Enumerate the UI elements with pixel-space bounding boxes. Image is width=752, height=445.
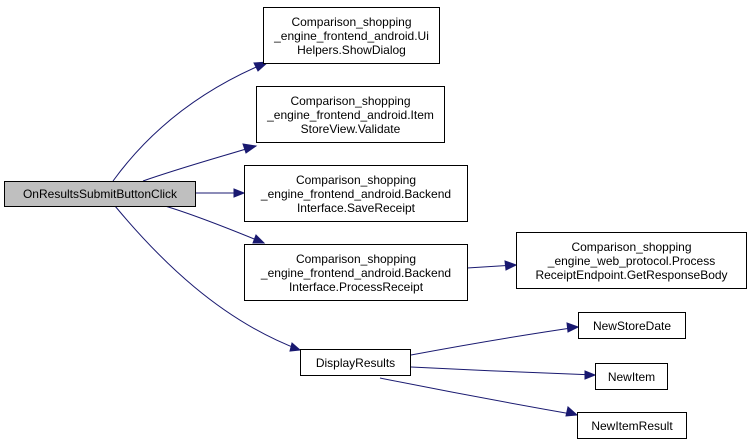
arrowhead-get-response-body xyxy=(504,260,518,271)
edge-display-results-to-new-store-date xyxy=(410,326,579,356)
node-label: NewStoreDate xyxy=(592,318,672,333)
arrowhead-new-item-result xyxy=(565,406,579,417)
node-label: NewItemResult xyxy=(591,418,673,433)
arrowhead-new-store-date xyxy=(566,322,580,333)
arrowhead-show-dialog xyxy=(253,61,270,72)
node-display-results[interactable]: DisplayResults xyxy=(300,349,411,376)
node-label-line: _engine_web_protocol.Process xyxy=(547,253,716,268)
node-label-line: Helpers.ShowDialog xyxy=(297,42,406,57)
edge-root-to-display-results xyxy=(114,205,301,351)
arrowhead-validate xyxy=(242,143,258,154)
node-label: NewItem xyxy=(607,369,656,384)
node-backend-interface-save-receipt[interactable]: Comparison_shopping _engine_frontend_and… xyxy=(244,165,468,222)
arrowhead-save-receipt xyxy=(233,188,246,198)
node-label-line: Interface.ProcessReceipt xyxy=(288,279,424,294)
node-label-line: Interface.SaveReceipt xyxy=(296,200,416,215)
node-ui-helpers-show-dialog[interactable]: Comparison_shopping _engine_frontend_and… xyxy=(263,7,440,64)
node-new-item-result[interactable]: NewItemResult xyxy=(577,412,687,439)
node-label: DisplayResults xyxy=(315,355,396,370)
node-label-line: Comparison_shopping xyxy=(290,93,411,108)
node-label-line: Comparison_shopping xyxy=(295,251,417,266)
node-receipt-endpoint-get-response-body[interactable]: Comparison_shopping _engine_web_protocol… xyxy=(516,232,747,289)
node-label-line: StoreView.Validate xyxy=(300,121,401,136)
node-backend-interface-process-receipt[interactable]: Comparison_shopping _engine_frontend_and… xyxy=(244,244,468,301)
node-on-results-submit-button-click[interactable]: OnResultsSubmitButtonClick xyxy=(4,181,196,207)
node-label-line: Comparison_shopping xyxy=(295,172,417,187)
node-label-line: Comparison_shopping xyxy=(571,239,692,254)
edge-display-results-to-new-item-result xyxy=(379,377,578,416)
node-label-line: _engine_frontend_android.Item xyxy=(267,107,434,122)
edge-root-to-process-receipt xyxy=(164,205,265,244)
node-new-store-date[interactable]: NewStoreDate xyxy=(578,312,686,339)
node-label-line: Comparison_shopping xyxy=(291,14,412,29)
node-item-store-view-validate[interactable]: Comparison_shopping _engine_frontend_and… xyxy=(256,86,445,143)
arrowhead-display-results xyxy=(289,342,302,352)
node-label-line: _engine_frontend_android.Backend xyxy=(260,265,452,280)
node-label-line: _engine_frontend_android.Ui xyxy=(274,28,429,43)
arrowhead-new-item xyxy=(584,370,597,380)
node-label-line: _engine_frontend_android.Backend xyxy=(260,186,452,201)
edge-root-to-show-dialog xyxy=(112,61,269,182)
node-new-item[interactable]: NewItem xyxy=(595,363,668,390)
node-label: OnResultsSubmitButtonClick xyxy=(22,187,178,201)
edge-display-results-to-new-item xyxy=(410,366,596,376)
node-label-line: ReceiptEndpoint.GetResponseBody xyxy=(535,267,728,282)
edge-root-to-validate xyxy=(142,145,257,182)
arrowhead-process-receipt xyxy=(252,234,266,244)
